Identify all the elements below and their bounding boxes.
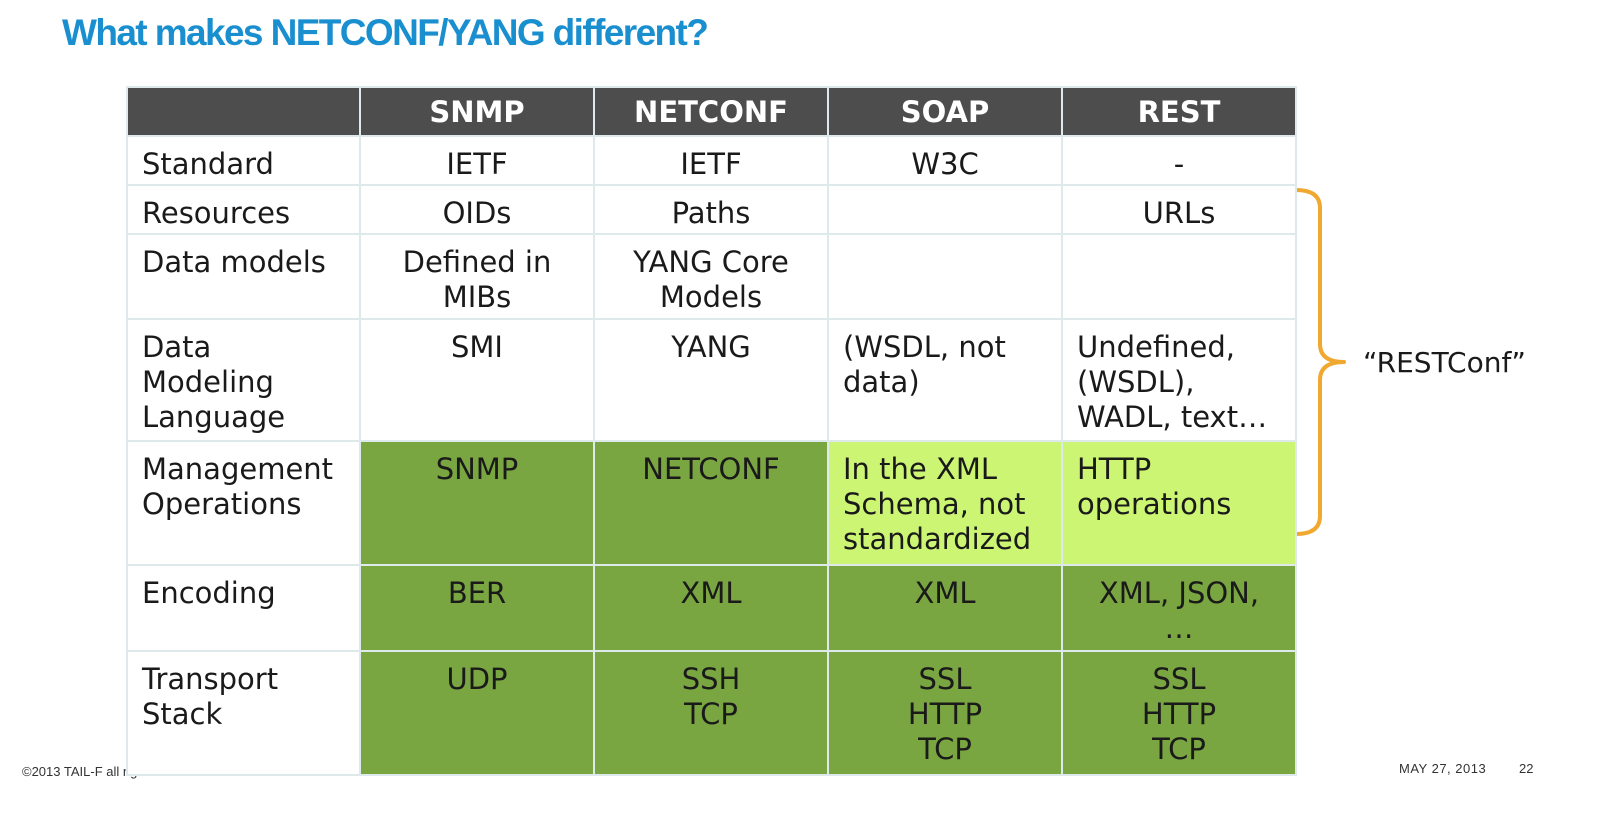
bracket-path <box>1294 188 1346 536</box>
table-cell: YANG <box>593 318 829 442</box>
table-row: Encoding BER XML XML XML, JSON, … <box>126 564 1297 652</box>
header-cell-soap: SOAP <box>827 86 1063 137</box>
row-label-data-models: Data models <box>126 233 361 320</box>
table-cell: IETF <box>359 135 595 186</box>
table-cell: (WSDL, not data) <box>827 318 1063 442</box>
table-cell: BER <box>359 564 595 652</box>
table-cell <box>1061 233 1297 320</box>
table-cell: OIDs <box>359 184 595 235</box>
table-row: Standard IETF IETF W3C - <box>126 135 1297 186</box>
page-number: 22 <box>1519 761 1534 776</box>
table-cell <box>827 184 1063 235</box>
table-row: Resources OIDs Paths URLs <box>126 184 1297 235</box>
header-cell-snmp: SNMP <box>359 86 595 137</box>
table-row: Management Operations SNMP NETCONF In th… <box>126 440 1297 566</box>
table-cell: IETF <box>593 135 829 186</box>
table-cell: URLs <box>1061 184 1297 235</box>
restconf-label: “RESTConf” <box>1363 346 1526 379</box>
table-header-row: SNMP NETCONF SOAP REST <box>126 86 1297 137</box>
table-row: Transport Stack UDP SSH TCP SSL HTTP TCP… <box>126 650 1297 776</box>
table-cell <box>827 233 1063 320</box>
restconf-bracket <box>1294 188 1346 536</box>
table-cell: Defined in MIBs <box>359 233 595 320</box>
table-row: Data Modeling Language SMI YANG (WSDL, n… <box>126 318 1297 442</box>
table-cell: - <box>1061 135 1297 186</box>
table-cell: SSH TCP <box>593 650 829 776</box>
table-cell: Paths <box>593 184 829 235</box>
table-cell: SSL HTTP TCP <box>827 650 1063 776</box>
table-cell: SNMP <box>359 440 595 566</box>
row-label-transport-stack: Transport Stack <box>126 650 361 776</box>
comparison-table: SNMP NETCONF SOAP REST Standard IETF IET… <box>126 86 1297 776</box>
row-label-management-operations: Management Operations <box>126 440 361 566</box>
table-cell: XML <box>593 564 829 652</box>
table-cell: XML, JSON, … <box>1061 564 1297 652</box>
table-row: Data models Defined in MIBs YANG Core Mo… <box>126 233 1297 320</box>
header-cell-corner <box>126 86 361 137</box>
footer-date: MAY 27, 2013 <box>1399 761 1487 776</box>
table-cell: UDP <box>359 650 595 776</box>
table-cell: Undefined, (WSDL), WADL, text… <box>1061 318 1297 442</box>
row-label-resources: Resources <box>126 184 361 235</box>
table-cell: YANG Core Models <box>593 233 829 320</box>
table-cell: W3C <box>827 135 1063 186</box>
slide-title: What makes NETCONF/YANG different? <box>62 12 709 53</box>
table-cell: In the XML Schema, not standardized <box>827 440 1063 566</box>
row-label-data-modeling-language: Data Modeling Language <box>126 318 361 442</box>
header-cell-netconf: NETCONF <box>593 86 829 137</box>
table-cell: HTTP operations <box>1061 440 1297 566</box>
table-cell: XML <box>827 564 1063 652</box>
header-cell-rest: REST <box>1061 86 1297 137</box>
table-cell: SSL HTTP TCP <box>1061 650 1297 776</box>
table-cell: SMI <box>359 318 595 442</box>
row-label-standard: Standard <box>126 135 361 186</box>
table-cell: NETCONF <box>593 440 829 566</box>
row-label-encoding: Encoding <box>126 564 361 652</box>
